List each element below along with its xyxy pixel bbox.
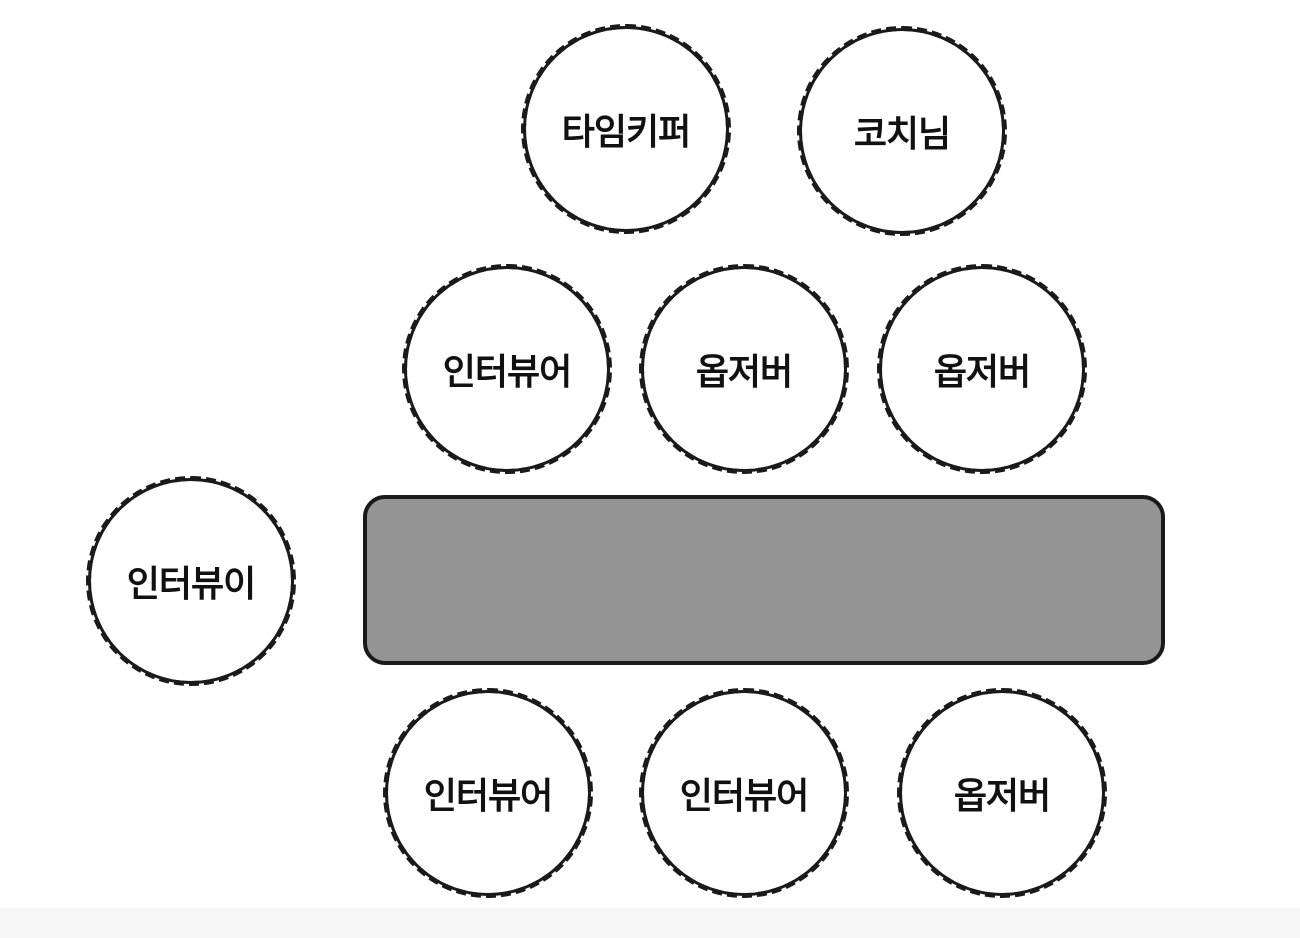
seat-coach: 코치님 [797,26,1007,236]
seat-label: 인터뷰어 [423,776,553,817]
seat-observer-top-2: 옵저버 [877,264,1087,474]
seat-interviewer-bottom-1: 인터뷰어 [383,688,593,898]
seat-observer-top-1: 옵저버 [639,264,849,474]
seat-label: 인터뷰이 [126,564,256,605]
seat-interviewer-bottom-2: 인터뷰어 [639,688,849,898]
bottom-band [0,908,1300,938]
seat-label: 인터뷰어 [679,776,809,817]
seat-interviewee: 인터뷰이 [86,476,296,686]
seat-label: 인터뷰어 [442,352,572,393]
seat-label: 옵저버 [933,352,1031,393]
seat-label: 옵저버 [695,352,793,393]
seat-label: 옵저버 [953,776,1051,817]
seat-label: 타임키퍼 [561,112,691,153]
seat-timekeeper: 타임키퍼 [521,24,731,234]
meeting-table [363,495,1165,665]
seat-interviewer-top: 인터뷰어 [402,264,612,474]
seat-observer-bottom: 옵저버 [897,688,1107,898]
seat-label: 코치님 [853,114,951,155]
